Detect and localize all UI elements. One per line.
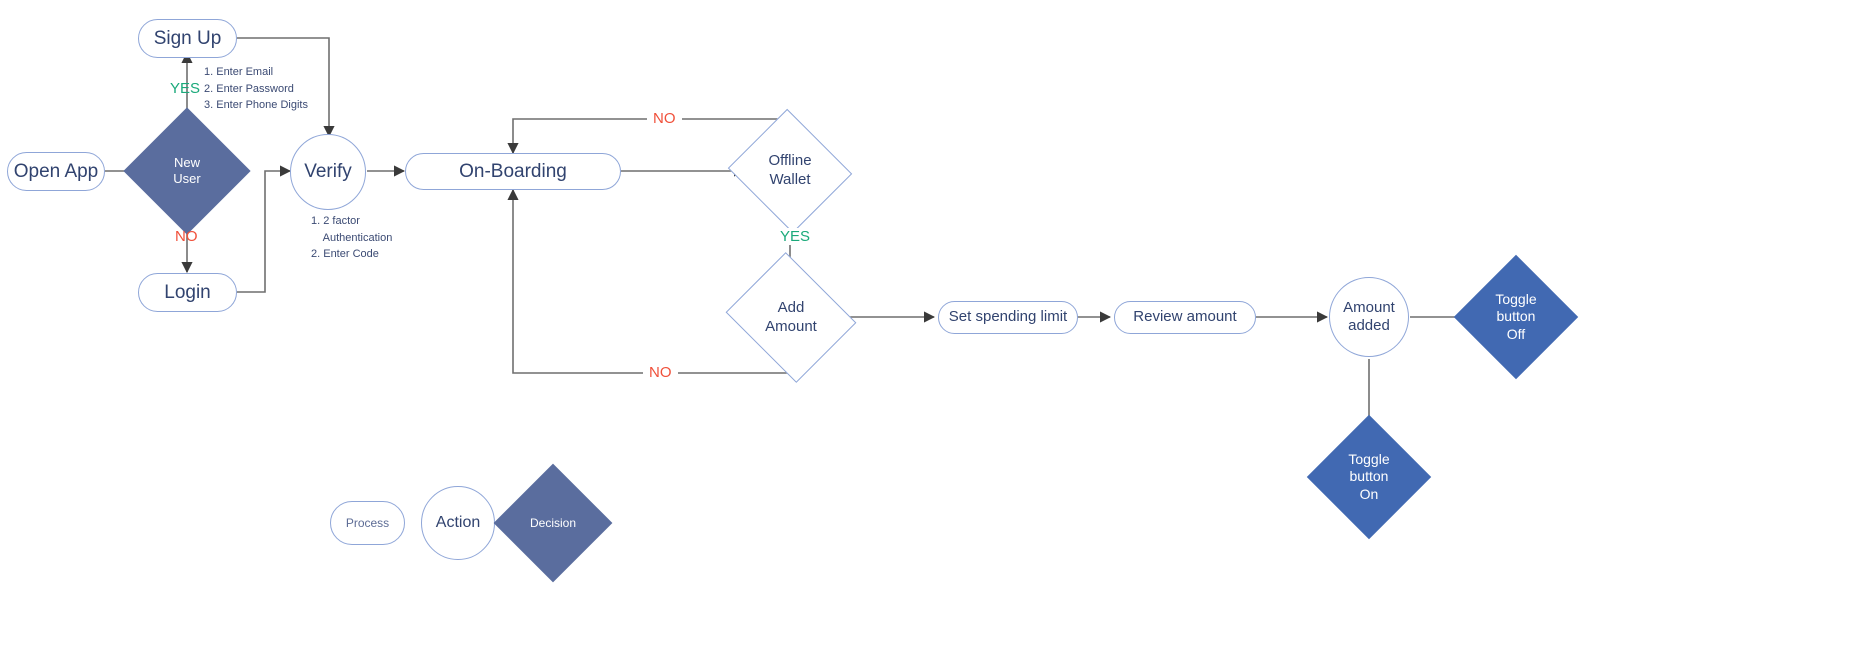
node-toggle-button-on[interactable]: Toggle button On [1306, 414, 1432, 540]
note-sign-up-steps: 1. Enter Email 2. Enter Password 3. Ente… [204, 66, 308, 112]
node-verify[interactable]: Verify [290, 134, 366, 210]
legend-action-label: Action [435, 514, 481, 532]
edge-label-offline-wallet-yes: YES [776, 228, 815, 245]
node-on-boarding[interactable]: On-Boarding [405, 153, 621, 190]
toggle-on-diamond-shape [1306, 414, 1432, 540]
offline-wallet-diamond-shape [727, 108, 853, 234]
node-open-app[interactable]: Open App [7, 152, 105, 191]
node-toggle-button-off[interactable]: Toggle button Off [1453, 254, 1579, 380]
legend-decision-shape: Decision [493, 463, 613, 583]
node-amount-added-label: Amount added [1343, 298, 1395, 334]
edge-label-new-user-yes: YES [170, 80, 201, 97]
note-verify-steps: 1. 2 factor Authentication 2. Enter Code [311, 215, 393, 261]
node-new-user[interactable]: New User [123, 107, 251, 235]
node-open-app-label: Open App [13, 160, 99, 182]
node-login-label: Login [164, 281, 211, 303]
node-verify-label: Verify [304, 161, 352, 183]
node-review-amount[interactable]: Review amount [1114, 301, 1256, 334]
node-on-boarding-label: On-Boarding [459, 160, 567, 182]
edge-label-offline-wallet-no: NO [647, 110, 682, 127]
toggle-off-diamond-shape [1453, 254, 1579, 380]
new-user-diamond-shape [123, 107, 251, 235]
edge-label-add-amount-no: NO [643, 364, 678, 381]
node-review-amount-label: Review amount [1133, 308, 1237, 326]
node-set-spending-limit-label: Set spending limit [948, 308, 1068, 326]
node-add-amount[interactable]: Add Amount [725, 252, 857, 383]
node-login[interactable]: Login [138, 273, 237, 312]
legend-action-shape: Action [421, 486, 495, 560]
node-sign-up[interactable]: Sign Up [138, 19, 237, 58]
node-offline-wallet[interactable]: Offline Wallet [727, 108, 853, 234]
node-sign-up-label: Sign Up [153, 27, 222, 49]
legend-process-shape: Process [330, 501, 405, 545]
edge-label-new-user-no: NO [175, 228, 198, 245]
edge-login-verify [237, 165, 292, 293]
node-set-spending-limit[interactable]: Set spending limit [938, 301, 1078, 334]
node-amount-added[interactable]: Amount added [1329, 277, 1409, 357]
add-amount-diamond-shape [725, 252, 857, 383]
legend-process-label: Process [345, 515, 390, 530]
legend-decision-diamond-shape [493, 463, 613, 583]
